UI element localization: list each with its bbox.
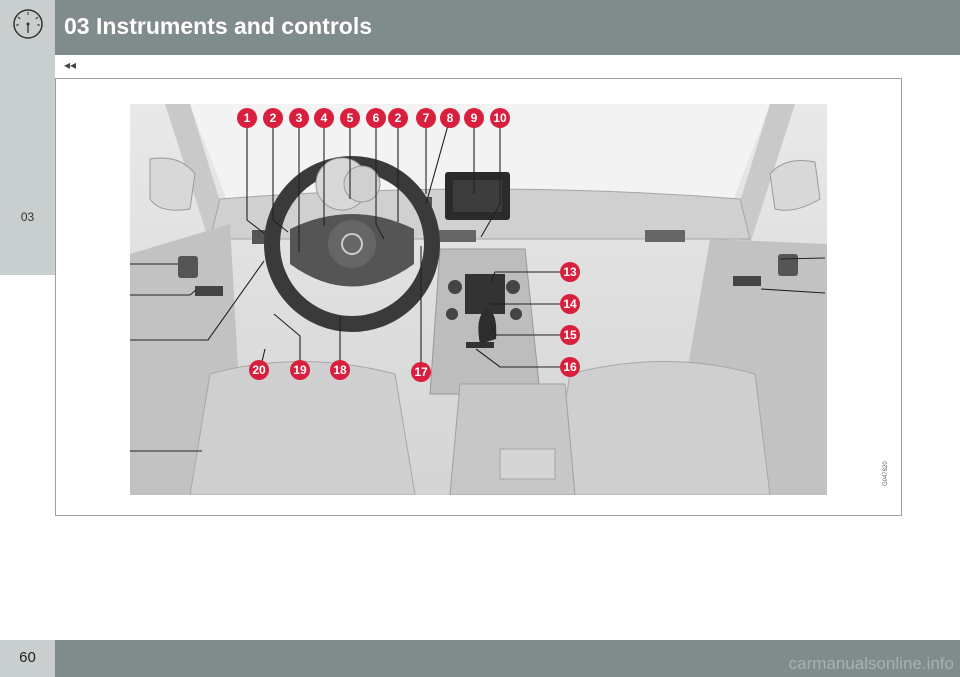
callout-4: 4	[321, 111, 328, 125]
page-title: 03 Instruments and controls	[64, 13, 373, 39]
figure-code: G047820	[883, 461, 889, 486]
callout-7: 7	[423, 111, 430, 125]
callout-13: 13	[563, 265, 577, 279]
callout-6: 6	[373, 111, 380, 125]
callout-17: 17	[414, 365, 428, 379]
callout-2b: 2	[395, 111, 402, 125]
back-link[interactable]: ◂◂	[64, 58, 77, 72]
footer-bar	[0, 640, 960, 677]
callout-16: 16	[563, 360, 577, 374]
page-number-box	[0, 640, 55, 677]
callout-8: 8	[447, 111, 454, 125]
callout-10: 10	[493, 111, 507, 125]
watermark: carmanualsonline.info	[788, 654, 954, 673]
callout-1: 1	[244, 111, 251, 125]
callout-9: 9	[471, 111, 478, 125]
header-icon-box	[0, 0, 55, 55]
dashboard-illustration: 1 2 3 4 5 6 2 7 8 9 10 11 12 22 21 20 19…	[130, 104, 827, 495]
chapter-tab	[0, 55, 55, 275]
callout-18: 18	[333, 363, 347, 377]
callout-2: 2	[270, 111, 277, 125]
gauge-icon	[13, 9, 43, 39]
header-bar	[0, 0, 960, 55]
page-number: 60	[19, 649, 36, 666]
chapter-label: 03	[20, 210, 35, 224]
callout-3: 3	[296, 111, 303, 125]
callout-20: 20	[252, 363, 266, 377]
callout-19: 19	[293, 363, 307, 377]
callout-5: 5	[347, 111, 354, 125]
callout-15: 15	[563, 328, 577, 342]
callout-14: 14	[563, 297, 577, 311]
